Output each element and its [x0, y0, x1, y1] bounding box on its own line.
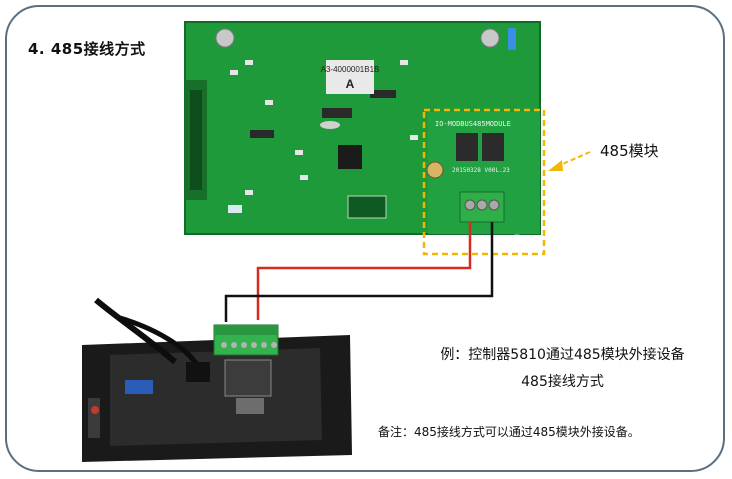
board-logo-mark: A [346, 77, 355, 91]
caption-example: 例：控制器5810通过485模块外接设备 [440, 347, 685, 363]
controller-device [82, 297, 352, 462]
board-code-text: A3-4000001B1B [321, 65, 380, 74]
module-date-text: 20150328 V00L.23 [452, 167, 510, 174]
rs485-module: IO-MODBUS485MODULE 20150328 V00L.23 [426, 112, 540, 234]
module-highlight-box [422, 108, 546, 256]
footnote: 备注：485接线方式可以通过485模块外接设备。 [378, 425, 640, 439]
section-heading: 4. 485接线方式 [28, 40, 146, 58]
module-name-text: IO-MODBUS485MODULE [435, 120, 511, 128]
pointer-arrow [548, 151, 591, 171]
caption-title: 485接线方式 [521, 374, 604, 390]
module-callout-label: 485模块 [600, 142, 659, 160]
rs485-wires [224, 222, 494, 322]
